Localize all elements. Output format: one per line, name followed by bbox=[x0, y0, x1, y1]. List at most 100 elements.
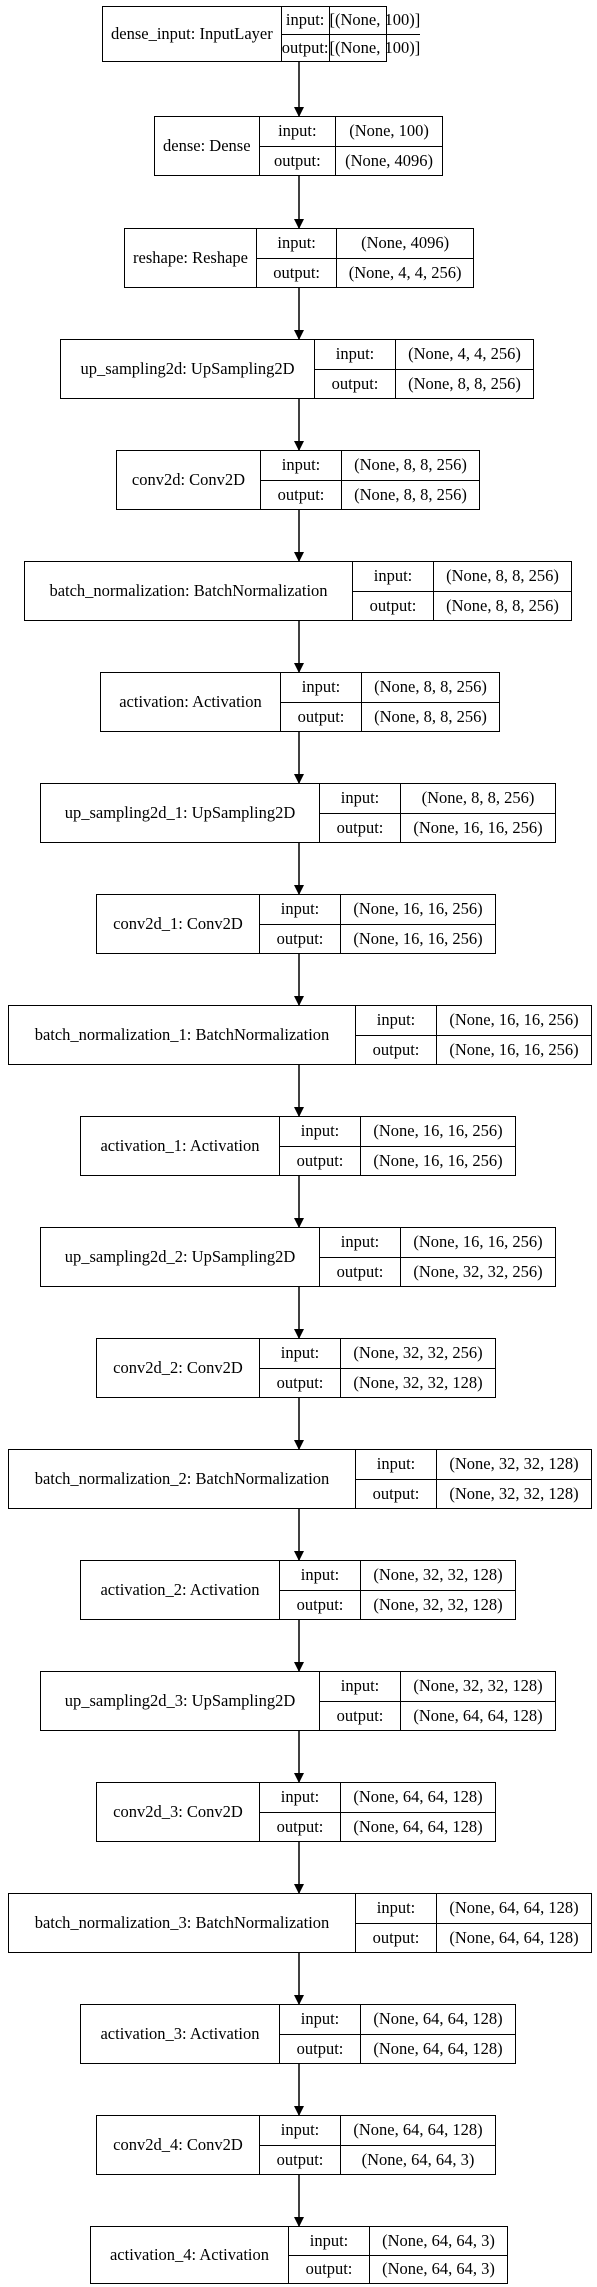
output-shape: (None, 32, 32, 128) bbox=[353, 1372, 483, 1392]
io-shapes: (None, 8, 8, 256) (None, 8, 8, 256) bbox=[362, 673, 499, 731]
input-label: input: bbox=[320, 1672, 400, 1702]
io-shapes: (None, 64, 64, 128) (None, 64, 64, 128) bbox=[437, 1894, 591, 1952]
output-shape: (None, 64, 64, 3) bbox=[361, 2149, 475, 2169]
output-shape: [(None, 100)] bbox=[329, 37, 421, 57]
io-labels: input: output: bbox=[315, 340, 396, 398]
layer-name: activation: Activation bbox=[101, 673, 281, 731]
layer-name: activation_1: Activation bbox=[81, 1117, 280, 1175]
input-shape: (None, 16, 16, 256) bbox=[361, 1117, 515, 1147]
layer-name: activation_4: Activation bbox=[91, 2227, 289, 2283]
layer-name: activation_3: Activation bbox=[81, 2005, 280, 2063]
input-label: input: bbox=[289, 2227, 369, 2256]
input-label: input: bbox=[280, 1561, 360, 1591]
layer-name: conv2d_2: Conv2D bbox=[97, 1339, 260, 1397]
output-shape: (None, 8, 8, 256) bbox=[374, 706, 487, 726]
io-labels: input:output: bbox=[259, 117, 337, 175]
output-label: output: bbox=[276, 928, 324, 948]
input-shape: (None, 8, 8, 256) bbox=[434, 562, 571, 592]
input-shape: (None, 64, 64, 128) bbox=[437, 1894, 591, 1924]
layer-node: batch_normalization_1: BatchNormalizatio… bbox=[8, 1005, 592, 1065]
output-shape: (None, 32, 32, 256) bbox=[413, 1261, 543, 1281]
input-label: input: bbox=[260, 2116, 340, 2146]
io-labels: input:output: bbox=[281, 673, 362, 731]
layer-name: conv2d_3: Conv2D bbox=[97, 1783, 260, 1841]
io-labels: input: output: bbox=[320, 1228, 401, 1286]
input-label: input: bbox=[260, 1783, 340, 1813]
input-shape: (None, 8, 8, 256) bbox=[401, 784, 555, 814]
input-shape: (None, 32, 32, 128) bbox=[361, 1561, 515, 1591]
layer-name: batch_normalization_2: BatchNormalizatio… bbox=[9, 1450, 356, 1508]
output-label: output: bbox=[372, 1483, 420, 1503]
io-labels: input:output: bbox=[320, 1672, 401, 1730]
input-shape: (None, 16, 16, 256) bbox=[341, 895, 495, 925]
io-shapes: (None, 32, 32, 256)(None, 32, 32, 128) bbox=[341, 1339, 495, 1397]
output-label: output: bbox=[296, 1594, 344, 1614]
input-shape: (None, 8, 8, 256) bbox=[362, 673, 499, 703]
io-labels: input: output: bbox=[260, 1339, 341, 1397]
output-label: output: bbox=[276, 1372, 324, 1392]
io-labels: input: output: bbox=[356, 1450, 437, 1508]
layer-name: batch_normalization_3: BatchNormalizatio… bbox=[9, 1894, 356, 1952]
output-label: output: bbox=[372, 1927, 420, 1947]
io-shapes: (None, 16, 16, 256) (None, 16, 16, 256) bbox=[341, 895, 495, 953]
io-labels: input:output: bbox=[280, 2005, 361, 2063]
io-shapes: (None, 32, 32, 128)(None, 64, 64, 128) bbox=[401, 1672, 555, 1730]
io-labels: input: output: bbox=[280, 1561, 361, 1619]
output-shape: (None, 4, 4, 256) bbox=[348, 262, 462, 282]
io-shapes: (None, 16, 16, 256)(None, 32, 32, 256) bbox=[401, 1228, 555, 1286]
output-label: output: bbox=[297, 706, 345, 726]
input-shape: (None, 8, 8, 256) bbox=[342, 451, 479, 481]
input-shape: (None, 64, 64, 128) bbox=[341, 2116, 495, 2146]
input-label: input: bbox=[320, 1228, 400, 1258]
output-shape: (None, 64, 64, 3) bbox=[382, 2259, 495, 2279]
output-label: output: bbox=[305, 2259, 353, 2279]
output-label: output: bbox=[281, 37, 329, 57]
output-shape: (None, 32, 32, 128) bbox=[373, 1594, 503, 1614]
output-shape: (None, 64, 64, 128) bbox=[413, 1705, 543, 1725]
io-shapes: (None, 64, 64, 128) (None, 64, 64, 3) bbox=[341, 2116, 495, 2174]
output-shape: (None, 64, 64, 128) bbox=[353, 1816, 483, 1836]
output-label: output: bbox=[372, 1039, 420, 1059]
layer-name: conv2d_1: Conv2D bbox=[97, 895, 260, 953]
output-label: output: bbox=[331, 373, 379, 393]
input-label: input: bbox=[315, 340, 395, 370]
output-label: output: bbox=[336, 1261, 384, 1281]
output-shape: (None, 8, 8, 256) bbox=[446, 595, 559, 615]
input-label: input: bbox=[261, 451, 341, 481]
io-shapes: (None, 64, 64, 3)(None, 64, 64, 3) bbox=[370, 2227, 507, 2283]
layer-name: up_sampling2d_2: UpSampling2D bbox=[41, 1228, 320, 1286]
input-label: input: bbox=[356, 1006, 436, 1036]
output-label: output: bbox=[296, 2038, 344, 2058]
input-shape: (None, 64, 64, 128) bbox=[341, 1783, 495, 1813]
io-labels: input:output: bbox=[353, 562, 434, 620]
input-label: input: bbox=[260, 1339, 340, 1369]
layer-name: reshape: Reshape bbox=[125, 229, 257, 287]
output-label: output: bbox=[276, 2149, 324, 2169]
output-label: output: bbox=[336, 817, 384, 837]
layer-node: batch_normalization_2: BatchNormalizatio… bbox=[8, 1449, 592, 1509]
io-labels: input:output: bbox=[257, 229, 338, 287]
input-shape: (None, 4096) bbox=[337, 229, 473, 259]
input-label: input: bbox=[356, 1450, 436, 1480]
output-shape: (None, 16, 16, 256) bbox=[353, 928, 483, 948]
output-shape: (None, 64, 64, 128) bbox=[449, 1927, 579, 1947]
output-shape: (None, 16, 16, 256) bbox=[413, 817, 543, 837]
input-shape: (None, 16, 16, 256) bbox=[437, 1006, 591, 1036]
input-shape: (None, 32, 32, 128) bbox=[437, 1450, 591, 1480]
io-shapes: (None, 100)(None, 4096) bbox=[336, 117, 442, 175]
layer-name: conv2d: Conv2D bbox=[117, 451, 261, 509]
output-shape: (None, 16, 16, 256) bbox=[373, 1150, 503, 1170]
input-label: input: bbox=[257, 229, 337, 259]
